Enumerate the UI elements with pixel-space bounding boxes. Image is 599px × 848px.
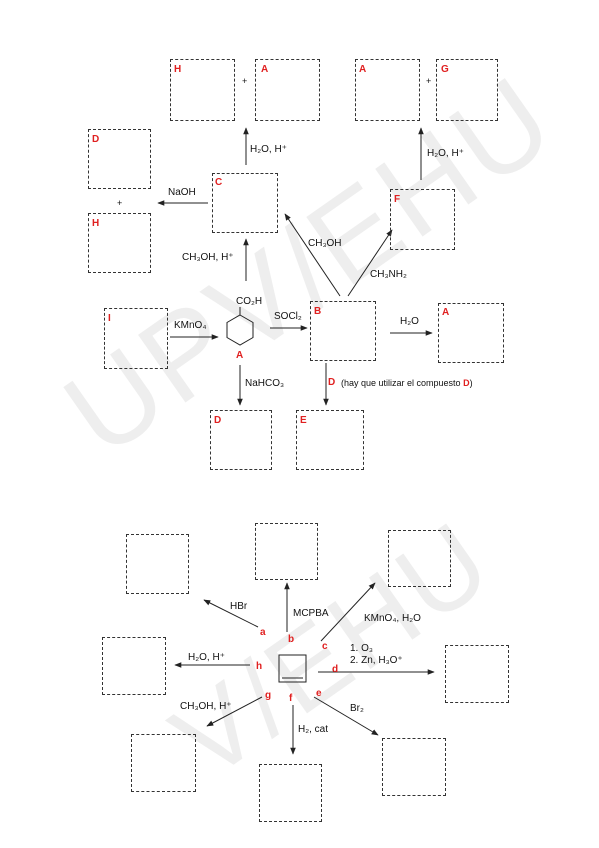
box-i[interactable] [104, 308, 168, 369]
reagent-kmno4-h2o: KMnO₄, H₂O [364, 613, 421, 624]
box-f[interactable] [390, 189, 455, 250]
box-c[interactable] [212, 173, 278, 233]
reagent-ch3oh: CH₃OH [308, 238, 342, 249]
box-product-mcpba[interactable] [255, 523, 318, 580]
box-product-h2o[interactable] [102, 637, 166, 695]
reagent-ch3oh-h-top: CH₃OH, H⁺ [182, 252, 234, 263]
label-d-bottom: D [214, 415, 222, 426]
arrow-b-to-c [284, 213, 341, 297]
box-a-top-right[interactable] [355, 59, 420, 121]
letter-c: c [322, 641, 328, 652]
box-d-top[interactable] [88, 129, 151, 189]
reagent-naoh: NaOH [168, 187, 196, 198]
reagent-h2o-h-2: H₂O, H⁺ [427, 148, 464, 159]
letter-e: e [316, 688, 322, 699]
arrow-e-br2 [313, 696, 379, 736]
label-f: F [394, 194, 401, 205]
label-h-top: H [174, 64, 182, 75]
reagent-h2o-h-1: H₂O, H⁺ [250, 144, 287, 155]
reagent-ch3oh-h-bottom: CH₃OH, H⁺ [180, 701, 232, 712]
letter-d: d [332, 664, 339, 675]
arrow-c-kmno4 [320, 582, 376, 642]
plus-left: + [117, 198, 123, 208]
reagent-socl2: SOCl₂ [274, 311, 302, 322]
arrow-g-ch3oh [206, 696, 263, 727]
box-product-h2cat[interactable] [259, 764, 322, 822]
plus-top-right: + [426, 76, 432, 86]
label-e: E [300, 415, 307, 426]
note-prefix-d: D [328, 377, 336, 388]
box-d-bottom[interactable] [210, 410, 272, 470]
label-i: I [108, 313, 111, 324]
box-a-right[interactable] [438, 303, 504, 363]
label-g: G [441, 64, 449, 75]
box-b[interactable] [310, 301, 376, 361]
box-a-top-left[interactable] [255, 59, 320, 121]
box-e[interactable] [296, 410, 364, 470]
substituent-co2h: CO₂H [236, 296, 263, 307]
reagent-ch3nh2: CH₃NH₂ [370, 269, 407, 280]
arrow-a-hbr [203, 599, 259, 628]
box-product-hbr[interactable] [126, 534, 189, 594]
reagent-h2-cat: H₂, cat [298, 724, 328, 735]
label-a-right: A [442, 307, 450, 318]
reagent-h2o: H₂O [400, 316, 419, 327]
note-text: (hay que utilizar el compuesto D) [341, 378, 473, 388]
box-product-kmno4[interactable] [388, 530, 451, 587]
reagent-nahco3: NaHCO₃ [245, 378, 285, 389]
box-h-left[interactable] [88, 213, 151, 273]
reagent-br2: Br₂ [350, 703, 364, 714]
box-product-ozonolysis[interactable] [445, 645, 509, 703]
cyclobutene-ring [278, 654, 307, 683]
note-text-body: (hay que utilizar el compuesto [341, 378, 461, 388]
reagent-kmno4: KMnO₄ [174, 320, 207, 331]
letter-b: b [288, 634, 295, 645]
plus-top-left: + [242, 76, 248, 86]
note-close: ) [469, 378, 473, 388]
note-letter-d: D [463, 378, 470, 388]
box-h-top[interactable] [170, 59, 235, 121]
label-a-top-left: A [261, 64, 269, 75]
box-g[interactable] [436, 59, 498, 121]
label-b: B [314, 306, 322, 317]
label-c: C [215, 177, 223, 188]
label-a-top-right: A [359, 64, 367, 75]
reagent-o3: 1. O₃ [350, 643, 373, 654]
letter-a: a [260, 627, 266, 638]
reagent-hbr: HBr [230, 601, 248, 612]
box-product-br2[interactable] [382, 738, 446, 796]
reagent-h2o-h-bottom: H₂O, H⁺ [188, 652, 225, 663]
label-a-center: A [236, 350, 244, 361]
box-product-ch3oh[interactable] [131, 734, 196, 792]
label-d-top: D [92, 134, 100, 145]
reagent-zn: 2. Zn, H₃O⁺ [350, 655, 403, 666]
reagent-mcpba: MCPBA [293, 608, 329, 619]
label-h-left: H [92, 218, 100, 229]
cyclohexane-ring [226, 314, 254, 346]
letter-h: h [256, 661, 263, 672]
letter-f: f [289, 693, 293, 704]
arrow-b-to-f [347, 229, 393, 297]
letter-g: g [265, 690, 272, 701]
